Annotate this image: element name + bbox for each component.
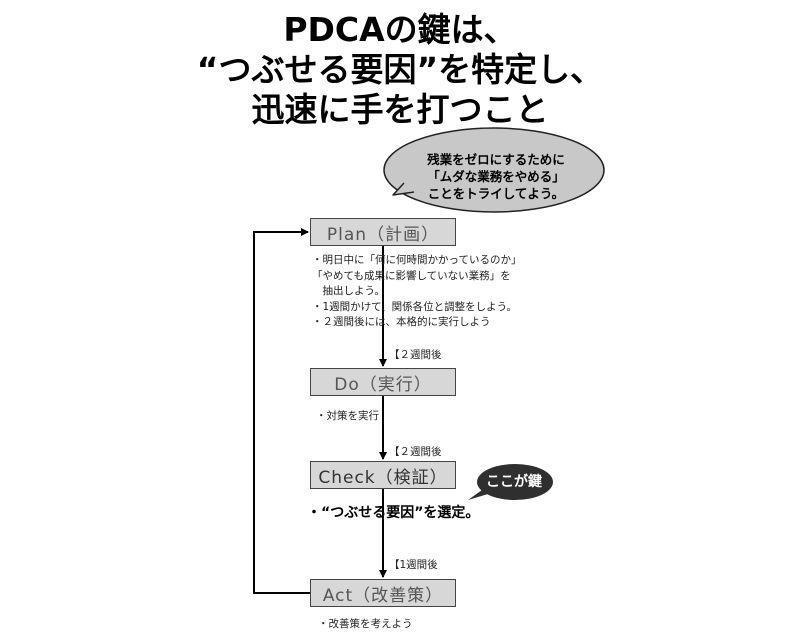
speech-line-3: ことをトライしてよう。 (427, 186, 565, 201)
speech-line-2: 「ムダな業務をやめる」 (427, 169, 565, 184)
speech-bubble (383, 127, 605, 213)
plan-notes: ・明日中に「何に何時間かかっているのか」 「やめても成果に影響していない業務」を… (312, 253, 521, 331)
title-line-2: “つぶせる要因”を特定し、 (196, 50, 604, 89)
speech-line-1: 残業をゼロにするために (427, 152, 565, 167)
title-line-1: PDCAの鍵は、 (283, 10, 517, 49)
do-note: ・対策を実行 (316, 409, 379, 425)
check-note: ・“つぶせる要因”を選定。 (307, 505, 480, 521)
step-check: Check（検証） (310, 461, 456, 489)
title-line-3: 迅速に手を打つこと (251, 90, 549, 129)
do-note-1: ・対策を実行 (316, 410, 379, 422)
plan-note-2: 「やめても成果に影響していない業務」を (312, 269, 511, 282)
key-bubble (468, 464, 553, 500)
act-note-1: ・改善策を考えよう (318, 618, 413, 630)
step-do: Do（実行） (310, 368, 456, 396)
act-note: ・改善策を考えよう (318, 617, 413, 633)
plan-note-4: ・1週間かけて、関係各位と調整をしよう。 (312, 300, 518, 313)
step-plan: Plan（計画） (310, 218, 456, 246)
interval-do-to-check: 【２週間後 (389, 446, 442, 458)
key-bubble-text: ここが鍵 (486, 474, 542, 490)
page-title: PDCAの鍵は、 “つぶせる要因”を特定し、 迅速に手を打つこと (0, 10, 800, 130)
plan-note-3: 抽出しよう。 (312, 285, 385, 297)
plan-note-1: ・明日中に「何に何時間かかっているのか」 (312, 254, 522, 266)
plan-note-5: ・２週間後には、本格的に実行しよう (312, 316, 491, 328)
step-act: Act（改善策） (310, 579, 456, 607)
interval-check-to-act: 【1週間後 (389, 559, 438, 571)
arrow-act-to-plan (253, 228, 310, 594)
interval-plan-to-do: 【２週間後 (389, 349, 442, 361)
speech-bubble-text: 残業をゼロにするために 「ムダな業務をやめる」 ことをトライしてよう。 (412, 151, 580, 202)
